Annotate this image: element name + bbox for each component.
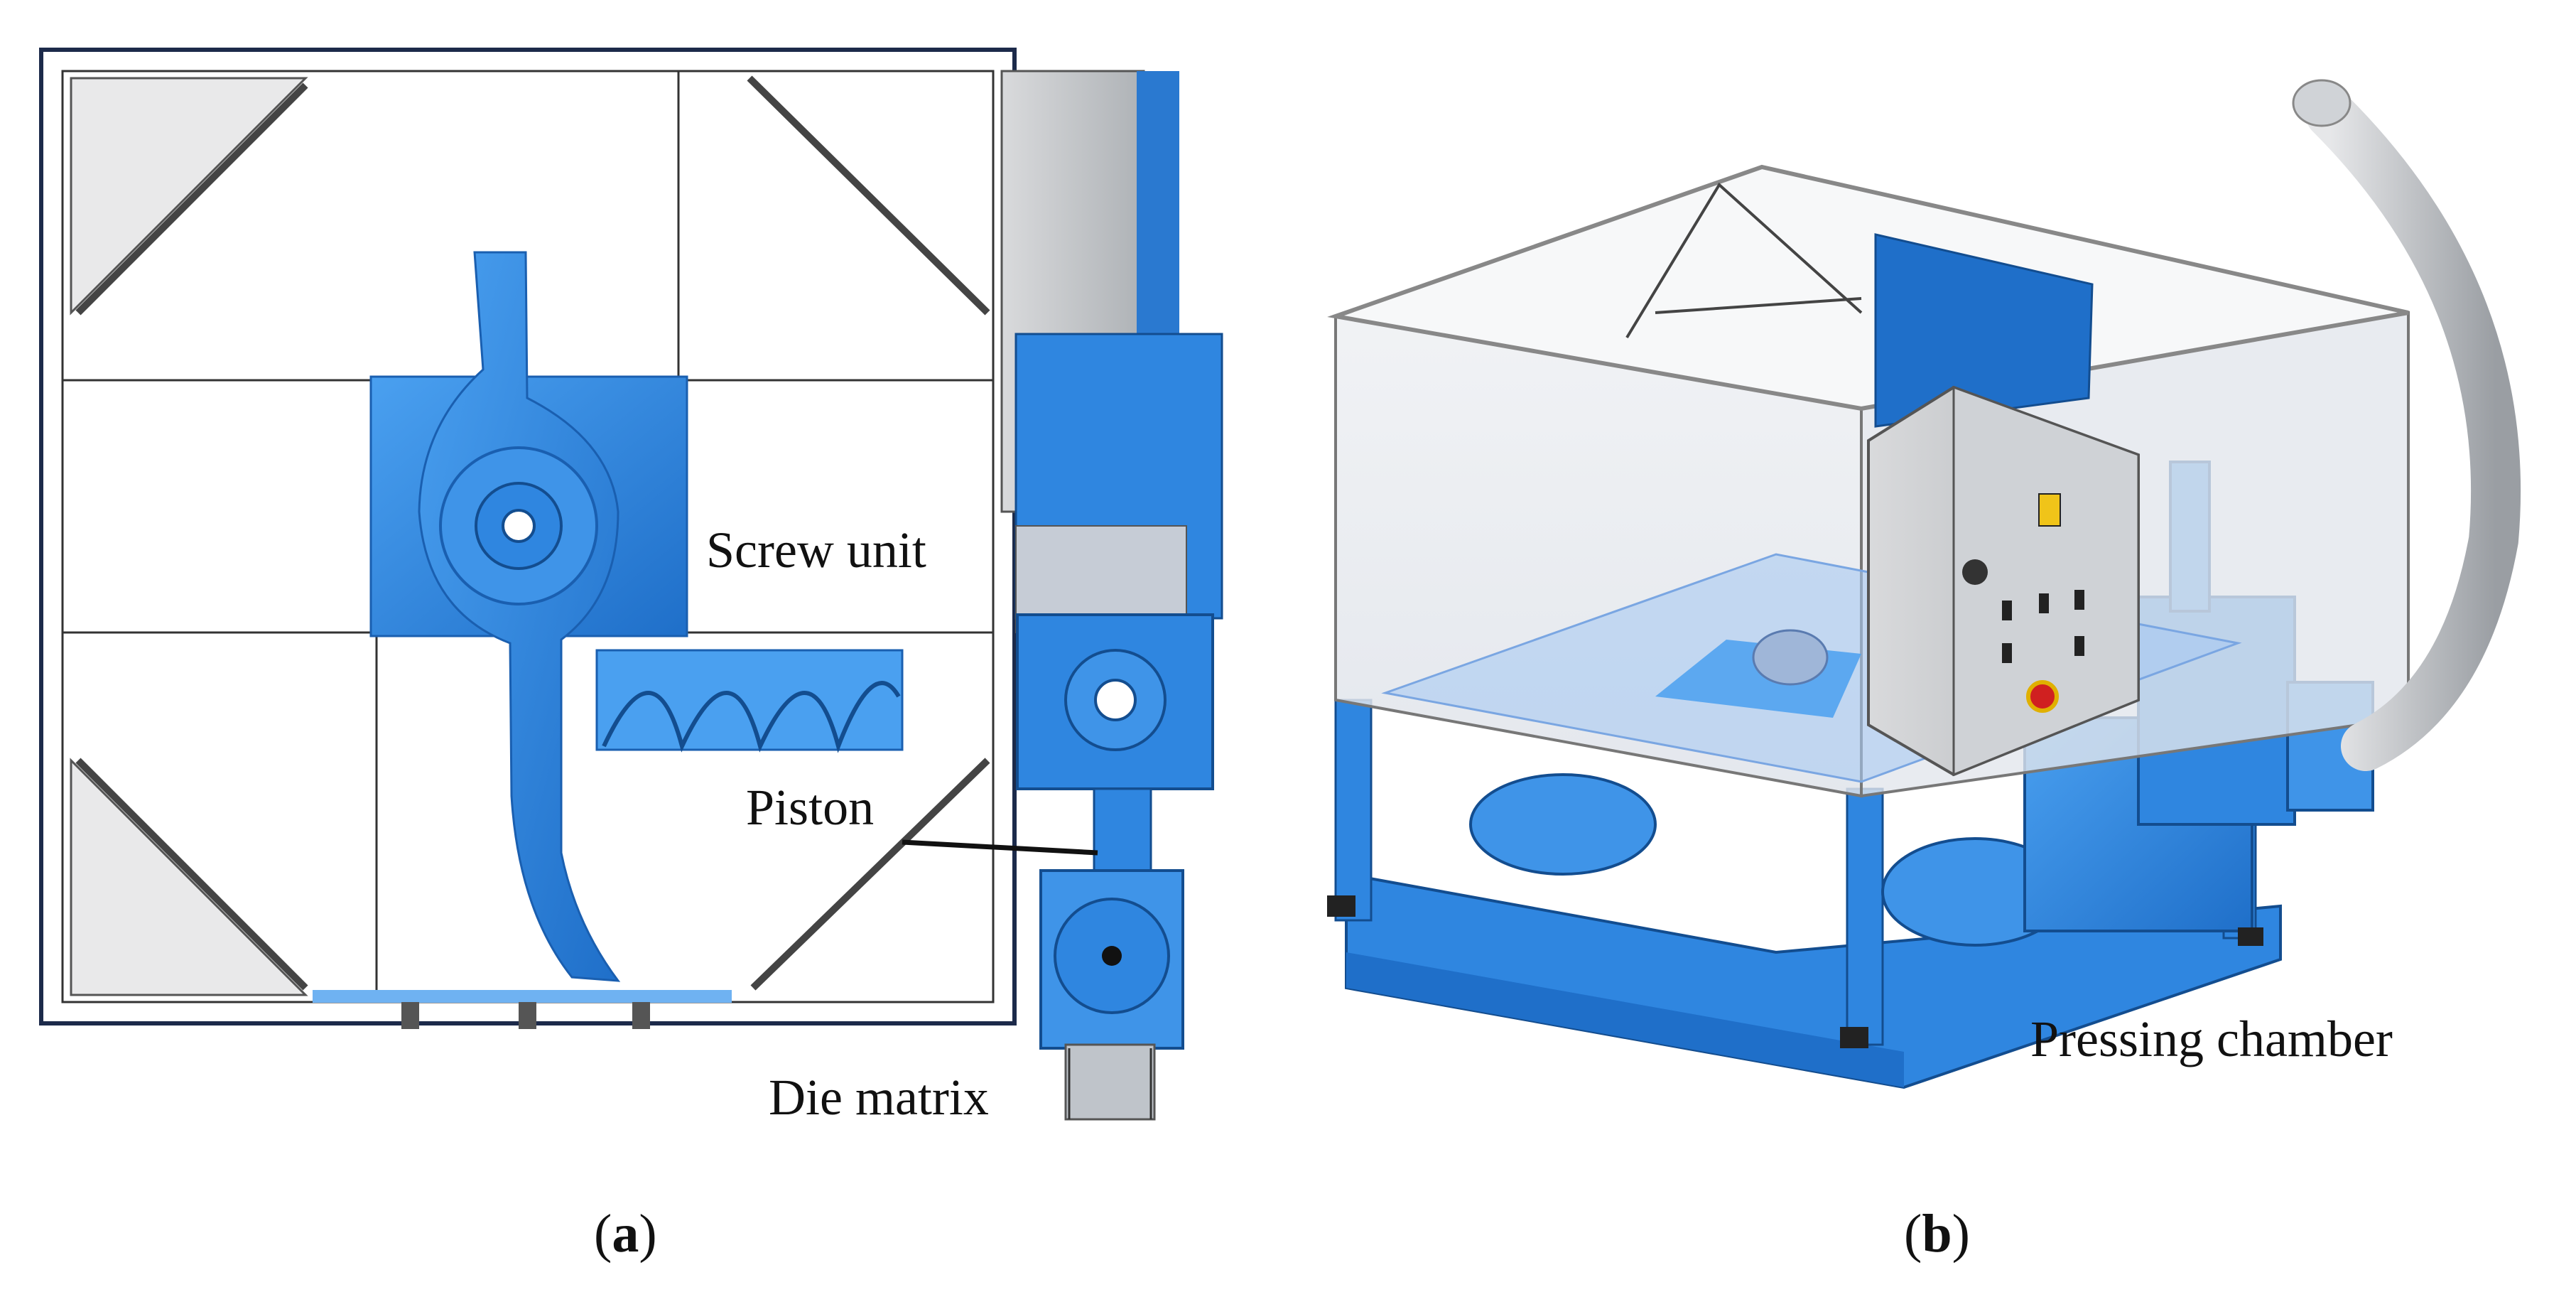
caption-a: (a) (594, 1204, 657, 1264)
label-die-matrix: Die matrix (769, 1069, 989, 1126)
panel-b-drawing (1327, 79, 2521, 1089)
screw-conveyor (595, 649, 904, 751)
caption-a-letter: a (612, 1204, 639, 1264)
bottom-rail (313, 990, 732, 1003)
caption-b: (b) (1904, 1204, 1970, 1264)
back-panel (1874, 233, 2094, 428)
piston-rod (1093, 787, 1152, 883)
label-piston: Piston (746, 779, 875, 836)
agitator-arm (418, 251, 621, 982)
motor-left (1469, 773, 1657, 876)
corner-plate-top-left (70, 77, 308, 316)
panel-a-drawing (39, 48, 1223, 1121)
corner-plate-bottom-left (70, 758, 308, 996)
discharge-pipe (2305, 89, 2521, 771)
caption-b-letter: b (1922, 1204, 1952, 1264)
hopper-top-rim (1327, 164, 2409, 411)
label-screw-unit: Screw unit (706, 522, 926, 578)
label-pressing-chamber: Pressing chamber (2030, 1011, 2393, 1067)
piston-leader-line (902, 839, 1098, 856)
